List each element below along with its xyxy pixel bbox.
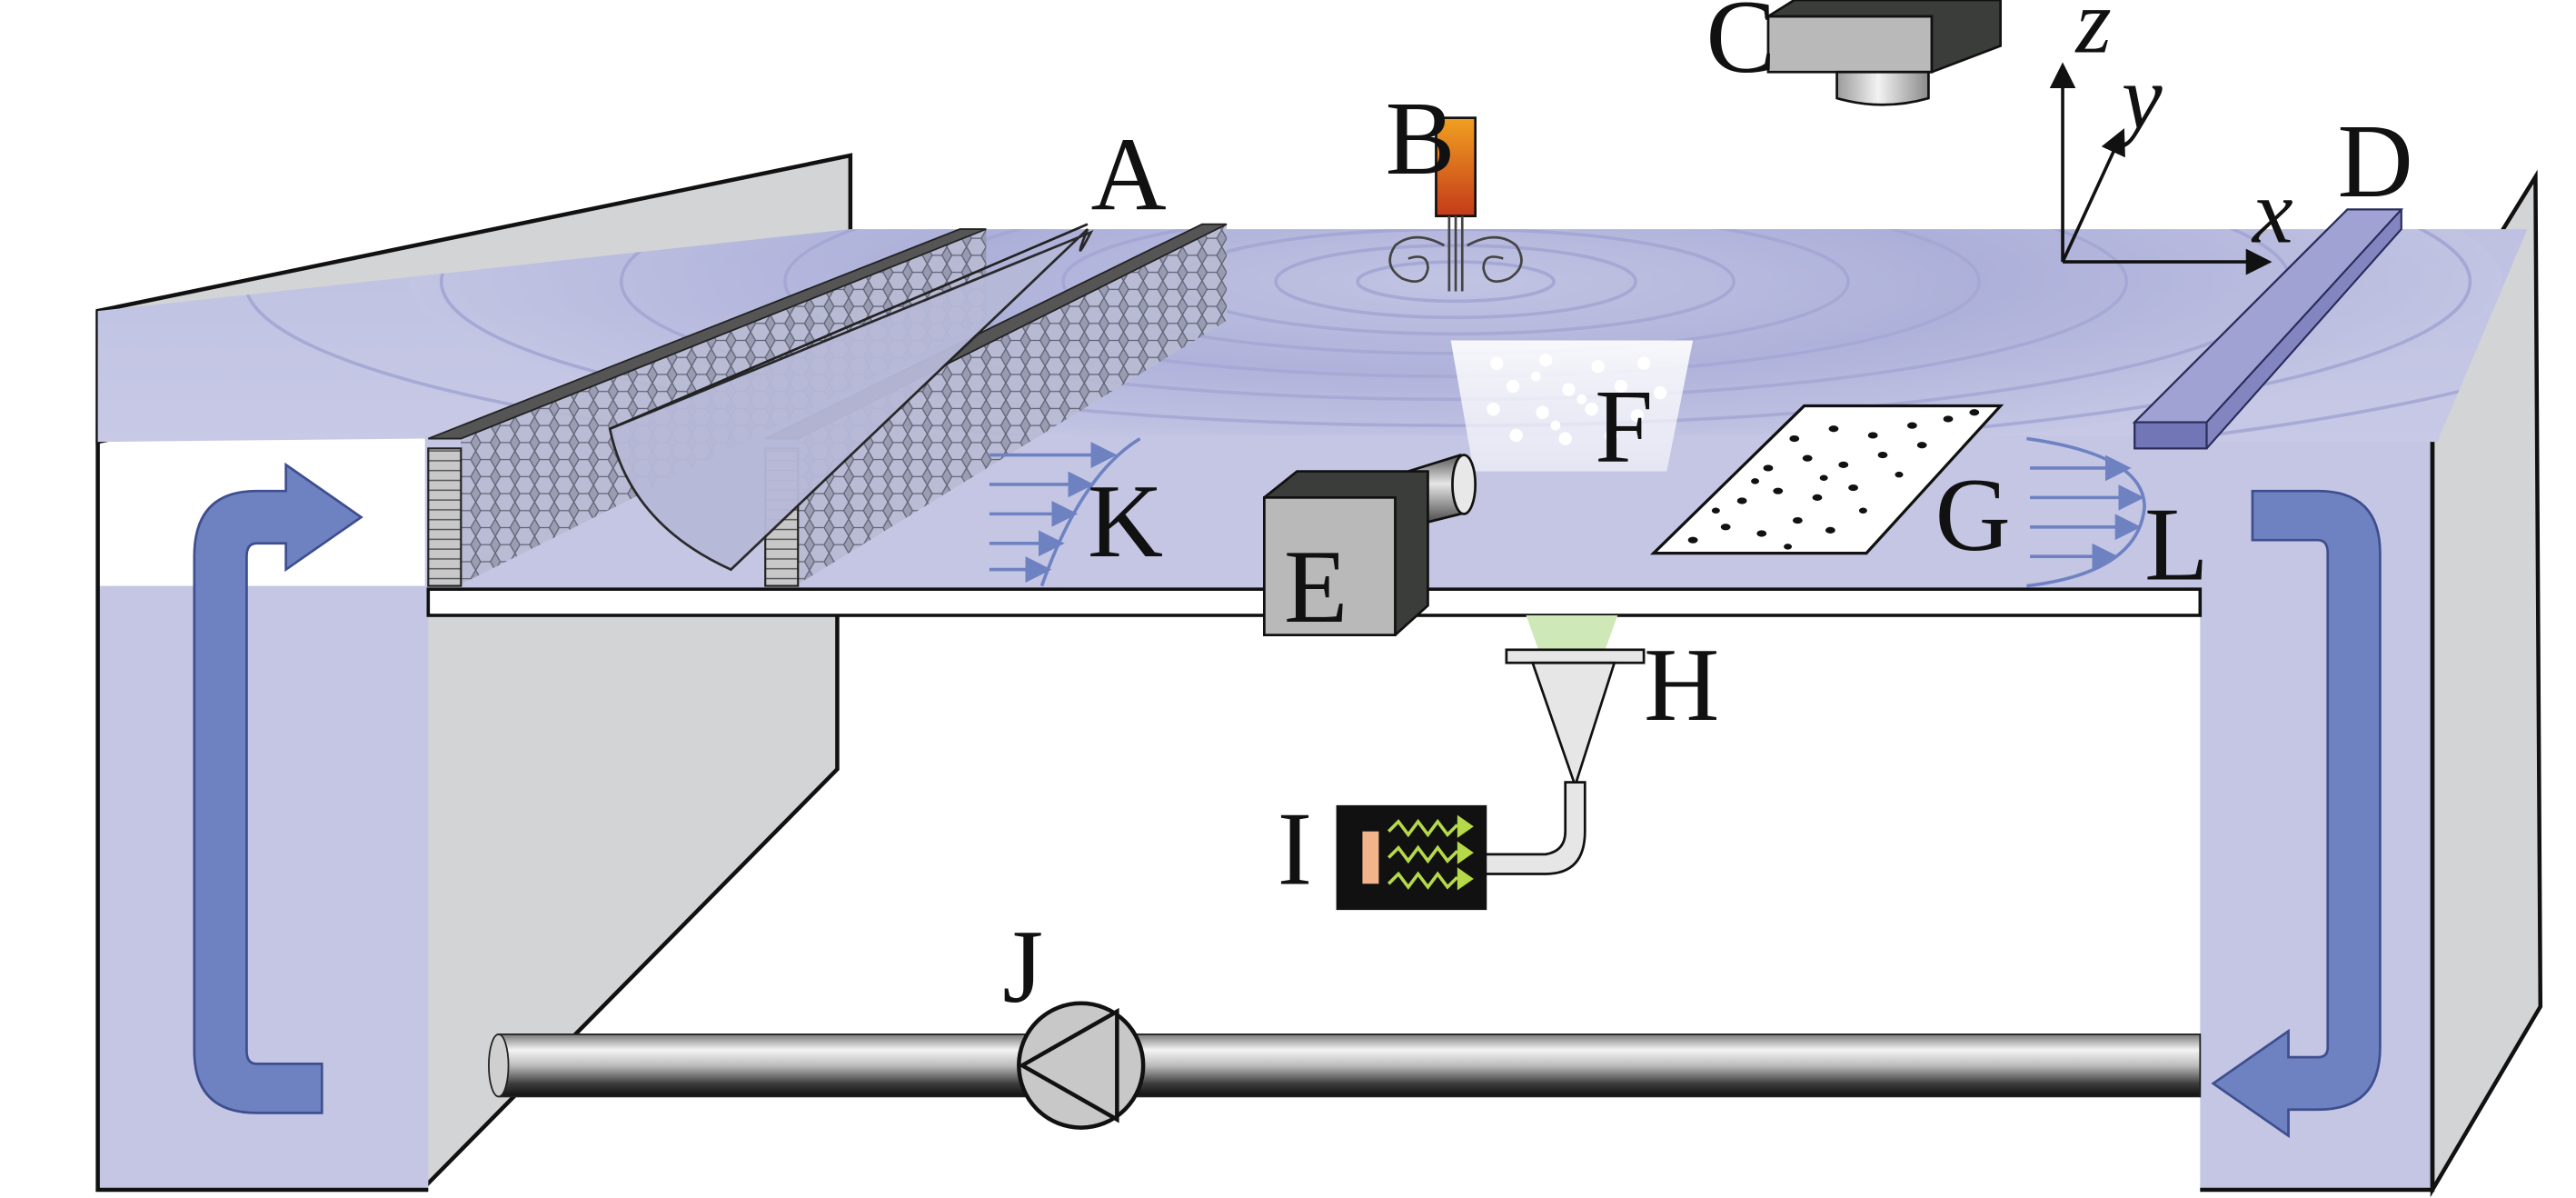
- label-h: H: [1644, 626, 1719, 743]
- wave-probe: [1388, 116, 1523, 292]
- label-a: A: [1091, 115, 1167, 232]
- laser-optics: [1476, 615, 1646, 875]
- flow-arrow-left: [193, 462, 363, 1114]
- laser-source: [1336, 804, 1487, 911]
- camera-icon: [1263, 496, 1397, 636]
- flow-arrow-right: [2211, 489, 2382, 1139]
- label-d: D: [2338, 103, 2413, 219]
- label-l: L: [2144, 485, 2208, 602]
- label-j: J: [1002, 908, 1043, 1024]
- axis-x-label: x: [2251, 160, 2293, 262]
- wave-maker-icon: [608, 223, 1094, 572]
- piv-image-plane: [1649, 404, 2004, 555]
- return-pipe: [488, 1033, 2202, 1098]
- axis-z-label: z: [2074, 0, 2111, 73]
- velocity-profile-inlet: [989, 437, 1141, 587]
- side-camera: [1263, 453, 1477, 636]
- camera-icon: [1766, 15, 1934, 74]
- particle-field-upper: [1450, 340, 1694, 472]
- label-g: G: [1935, 456, 2011, 573]
- label-f: F: [1595, 368, 1653, 484]
- label-k: K: [1088, 463, 1163, 579]
- label-e: E: [1284, 528, 1348, 644]
- label-i: I: [1278, 790, 1312, 906]
- coordinate-axes: [2049, 62, 2273, 275]
- velocity-profile-outlet: [2026, 436, 2146, 588]
- wave-absorber: [2132, 208, 2404, 450]
- overhead-camera: [1764, 0, 2002, 106]
- axis-y-label: y: [2114, 45, 2163, 147]
- label-b: B: [1386, 80, 1456, 196]
- pump-icon: [1017, 1001, 1146, 1130]
- label-c: C: [1706, 0, 1776, 95]
